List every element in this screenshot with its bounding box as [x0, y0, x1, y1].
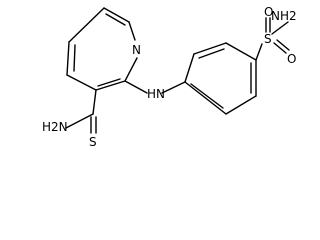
pyridine-n-label: N	[132, 43, 141, 57]
sulfonyl-o-bottom-label: O	[287, 52, 296, 66]
thioamide-nh2-label: H2N	[42, 120, 68, 134]
thioamide-group	[65, 89, 97, 134]
sulfonamide-group	[255, 17, 290, 61]
amine-linker	[124, 80, 186, 94]
sulfonamide-nh2-label: NH2	[271, 9, 297, 23]
molecule-structure: N HN H2N S S O O NH2	[42, 5, 297, 149]
benzene-ring	[184, 42, 257, 115]
amine-nh-label: HN	[147, 87, 165, 101]
pyridine-ring	[66, 7, 138, 91]
sulfonyl-o-top-label: O	[264, 5, 273, 19]
thioamide-s-label: S	[89, 135, 97, 149]
sulfonyl-s-label: S	[264, 32, 272, 46]
